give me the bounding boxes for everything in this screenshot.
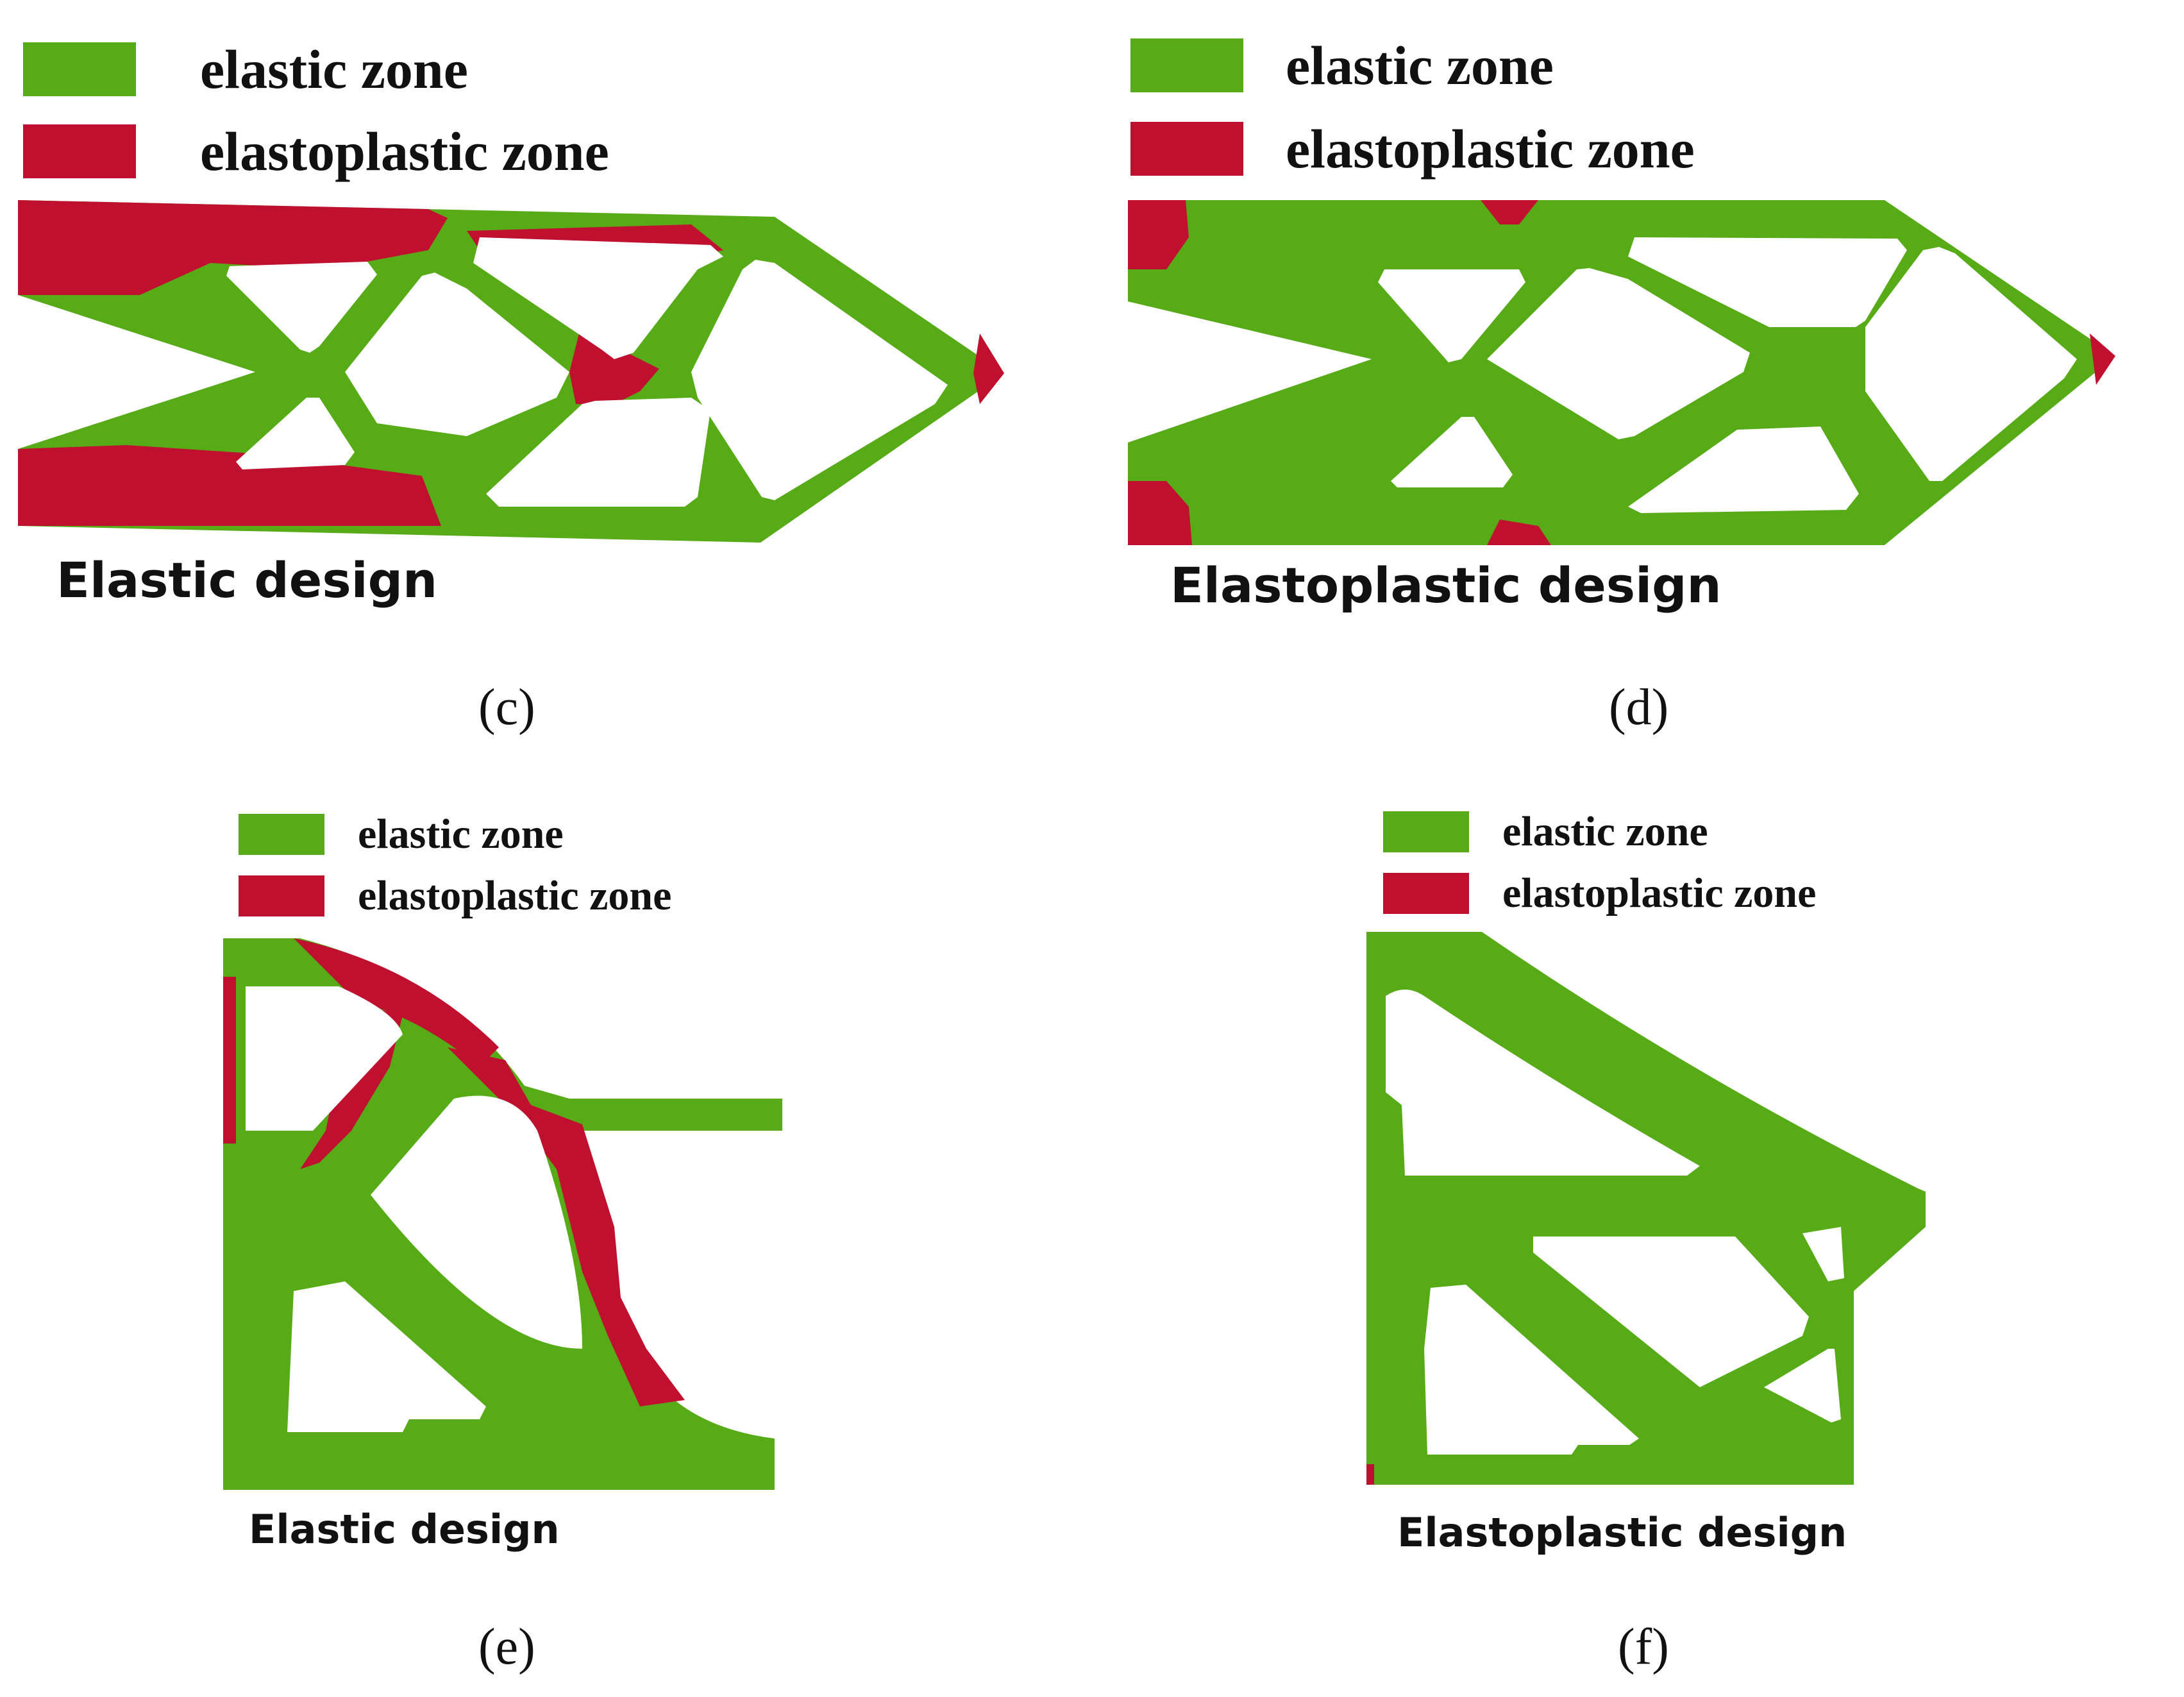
elastic-zone-swatch (23, 42, 136, 96)
elastoplastic-design-bracket-structure (1366, 932, 1926, 1485)
design-label: Elastoplastic design (1397, 1509, 1847, 1556)
elastic-design-beam-structure (18, 200, 1004, 543)
legend-elastic-row: elastic zone (1383, 807, 1708, 856)
legend-elastic-label: elastic zone (1502, 808, 1708, 855)
panel-f: elastic zone elastoplastic zone Elastopl… (1092, 808, 2184, 1697)
legend-elastoplastic-label: elastoplastic zone (200, 121, 609, 182)
panel-caption: (f) (1618, 1619, 1669, 1675)
legend-elastoplastic-row: elastoplastic zone (239, 872, 671, 920)
legend-elastic-label: elastic zone (1286, 35, 1554, 96)
elastoplastic-zone-swatch (1383, 873, 1469, 914)
legend-elastic-label: elastic zone (200, 38, 468, 100)
legend-elastoplastic-row: elastoplastic zone (23, 119, 609, 183)
legend-elastoplastic-label: elastoplastic zone (358, 872, 672, 919)
elastic-design-bracket-structure (223, 938, 782, 1490)
legend-elastoplastic-label: elastoplastic zone (1286, 118, 1695, 180)
design-label: Elastic design (56, 552, 438, 609)
elastic-zone-swatch (239, 814, 324, 855)
panel-caption: (c) (478, 679, 535, 736)
legend-elastic-label: elastic zone (358, 811, 564, 857)
legend-elastoplastic-label: elastoplastic zone (1502, 870, 1817, 916)
legend-elastoplastic-row: elastoplastic zone (1130, 117, 1695, 181)
legend-elastic-row: elastic zone (23, 37, 468, 101)
panel-e: elastic zone elastoplastic zone Elastic … (0, 811, 1092, 1697)
panel-d: elastic zone elastoplastic zone Elastopl… (1092, 0, 2184, 848)
elastoplastic-zone-swatch (23, 124, 136, 178)
legend-elastic-row: elastic zone (239, 810, 564, 859)
design-label: Elastic design (249, 1506, 560, 1553)
elastoplastic-design-beam-structure (1128, 200, 2115, 545)
panel-caption: (e) (478, 1619, 535, 1675)
elastic-zone-swatch (1130, 38, 1243, 92)
elastoplastic-zone-swatch (1130, 122, 1243, 176)
panel-caption: (d) (1609, 679, 1669, 736)
elastic-zone-swatch (1383, 811, 1469, 852)
design-label: Elastoplastic design (1170, 557, 1722, 614)
legend-elastoplastic-row: elastoplastic zone (1383, 869, 1816, 918)
elastoplastic-zone-swatch (239, 875, 324, 916)
panel-c: elastic zone elastoplastic zone Elastic … (0, 0, 1092, 848)
legend-elastic-row: elastic zone (1130, 33, 1554, 97)
